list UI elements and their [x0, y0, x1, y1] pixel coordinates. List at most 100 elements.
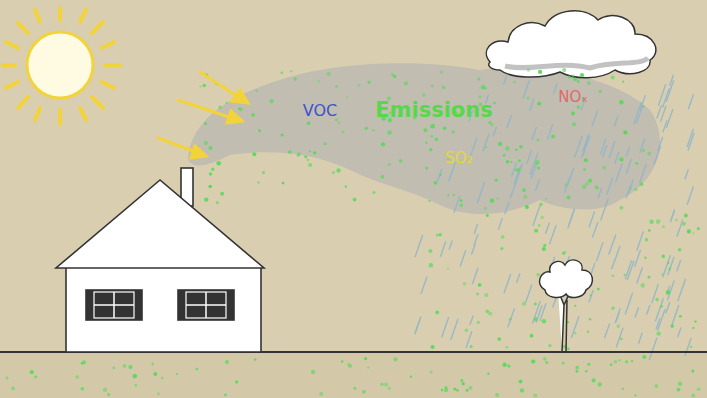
- raindrop: [670, 75, 674, 85]
- raindrop: [474, 225, 477, 234]
- particle: [583, 168, 586, 171]
- particle: [216, 161, 221, 166]
- particle: [128, 365, 132, 369]
- particle: [381, 175, 385, 179]
- raindrop: [589, 290, 593, 301]
- particle: [589, 318, 592, 321]
- particle: [239, 107, 243, 111]
- particle: [518, 159, 521, 162]
- particle: [297, 152, 301, 156]
- particle: [478, 283, 482, 287]
- particle: [588, 179, 592, 183]
- particle: [387, 130, 392, 135]
- particle: [258, 181, 260, 183]
- particle: [435, 138, 439, 142]
- particle: [678, 382, 682, 386]
- particle: [410, 376, 413, 379]
- particle: [682, 222, 686, 226]
- particle: [564, 183, 567, 186]
- particle: [456, 389, 459, 392]
- raindrop: [615, 309, 620, 323]
- particle: [81, 362, 84, 365]
- particle: [307, 122, 311, 126]
- particle: [438, 233, 441, 236]
- particle: [622, 388, 624, 390]
- raindrop: [474, 235, 478, 245]
- raindrop: [609, 235, 616, 254]
- raindrop: [635, 250, 641, 266]
- particle: [527, 68, 530, 71]
- particle: [509, 318, 512, 321]
- raindrop: [527, 150, 532, 163]
- particle: [692, 327, 694, 329]
- raindrop: [437, 169, 442, 182]
- particle: [562, 68, 566, 72]
- particle: [648, 276, 651, 279]
- particle: [497, 197, 499, 199]
- particle: [692, 232, 694, 234]
- particle: [307, 159, 310, 162]
- raindrop: [454, 196, 460, 212]
- raindrop: [505, 203, 509, 214]
- particle: [324, 142, 327, 145]
- raindrop: [615, 246, 620, 260]
- raindrop: [421, 277, 427, 293]
- particle: [251, 113, 255, 117]
- particle: [358, 84, 360, 86]
- raindrop: [597, 243, 603, 261]
- particle: [364, 357, 367, 360]
- particle: [485, 146, 487, 148]
- particle: [655, 298, 659, 302]
- particle: [460, 199, 463, 202]
- raindrop: [615, 152, 619, 163]
- raindrop: [663, 255, 671, 277]
- raindrop: [442, 318, 449, 337]
- raindrop: [627, 148, 630, 156]
- particle: [353, 198, 357, 202]
- pollutant-label: NOₓ: [558, 89, 588, 106]
- particle: [620, 337, 623, 340]
- particle: [490, 123, 494, 127]
- raindrop: [504, 76, 507, 84]
- particle: [311, 370, 315, 374]
- particle: [535, 162, 539, 166]
- raindrop: [498, 219, 502, 230]
- particle: [218, 106, 222, 110]
- particle: [151, 363, 154, 366]
- particle: [618, 359, 620, 361]
- particle: [630, 187, 632, 189]
- particle: [644, 257, 647, 260]
- particle: [453, 194, 455, 196]
- particle: [495, 393, 499, 397]
- particle: [587, 363, 590, 366]
- raindrop: [546, 223, 550, 233]
- particle: [484, 293, 488, 297]
- particle: [634, 188, 637, 191]
- particle: [523, 195, 527, 199]
- particle: [304, 155, 307, 158]
- particle: [346, 96, 348, 98]
- particle: [81, 387, 85, 391]
- raindrop: [530, 99, 534, 110]
- particle: [624, 274, 626, 276]
- raindrop: [483, 134, 489, 151]
- raindrop: [540, 304, 546, 321]
- particle: [479, 95, 482, 98]
- particle: [590, 294, 592, 296]
- raindrop: [511, 183, 516, 198]
- raindrop: [583, 135, 589, 151]
- raindrop: [685, 170, 688, 179]
- raindrop: [678, 328, 681, 337]
- raindrop: [666, 302, 670, 313]
- particle: [209, 172, 212, 175]
- particle: [675, 219, 678, 222]
- particle: [460, 379, 463, 382]
- particle: [516, 168, 520, 172]
- particle: [649, 220, 653, 224]
- particle: [486, 214, 489, 217]
- particle: [30, 370, 34, 374]
- particle: [252, 152, 256, 156]
- particle: [447, 268, 449, 270]
- title-label: Emissions: [375, 99, 493, 122]
- particle: [530, 334, 534, 338]
